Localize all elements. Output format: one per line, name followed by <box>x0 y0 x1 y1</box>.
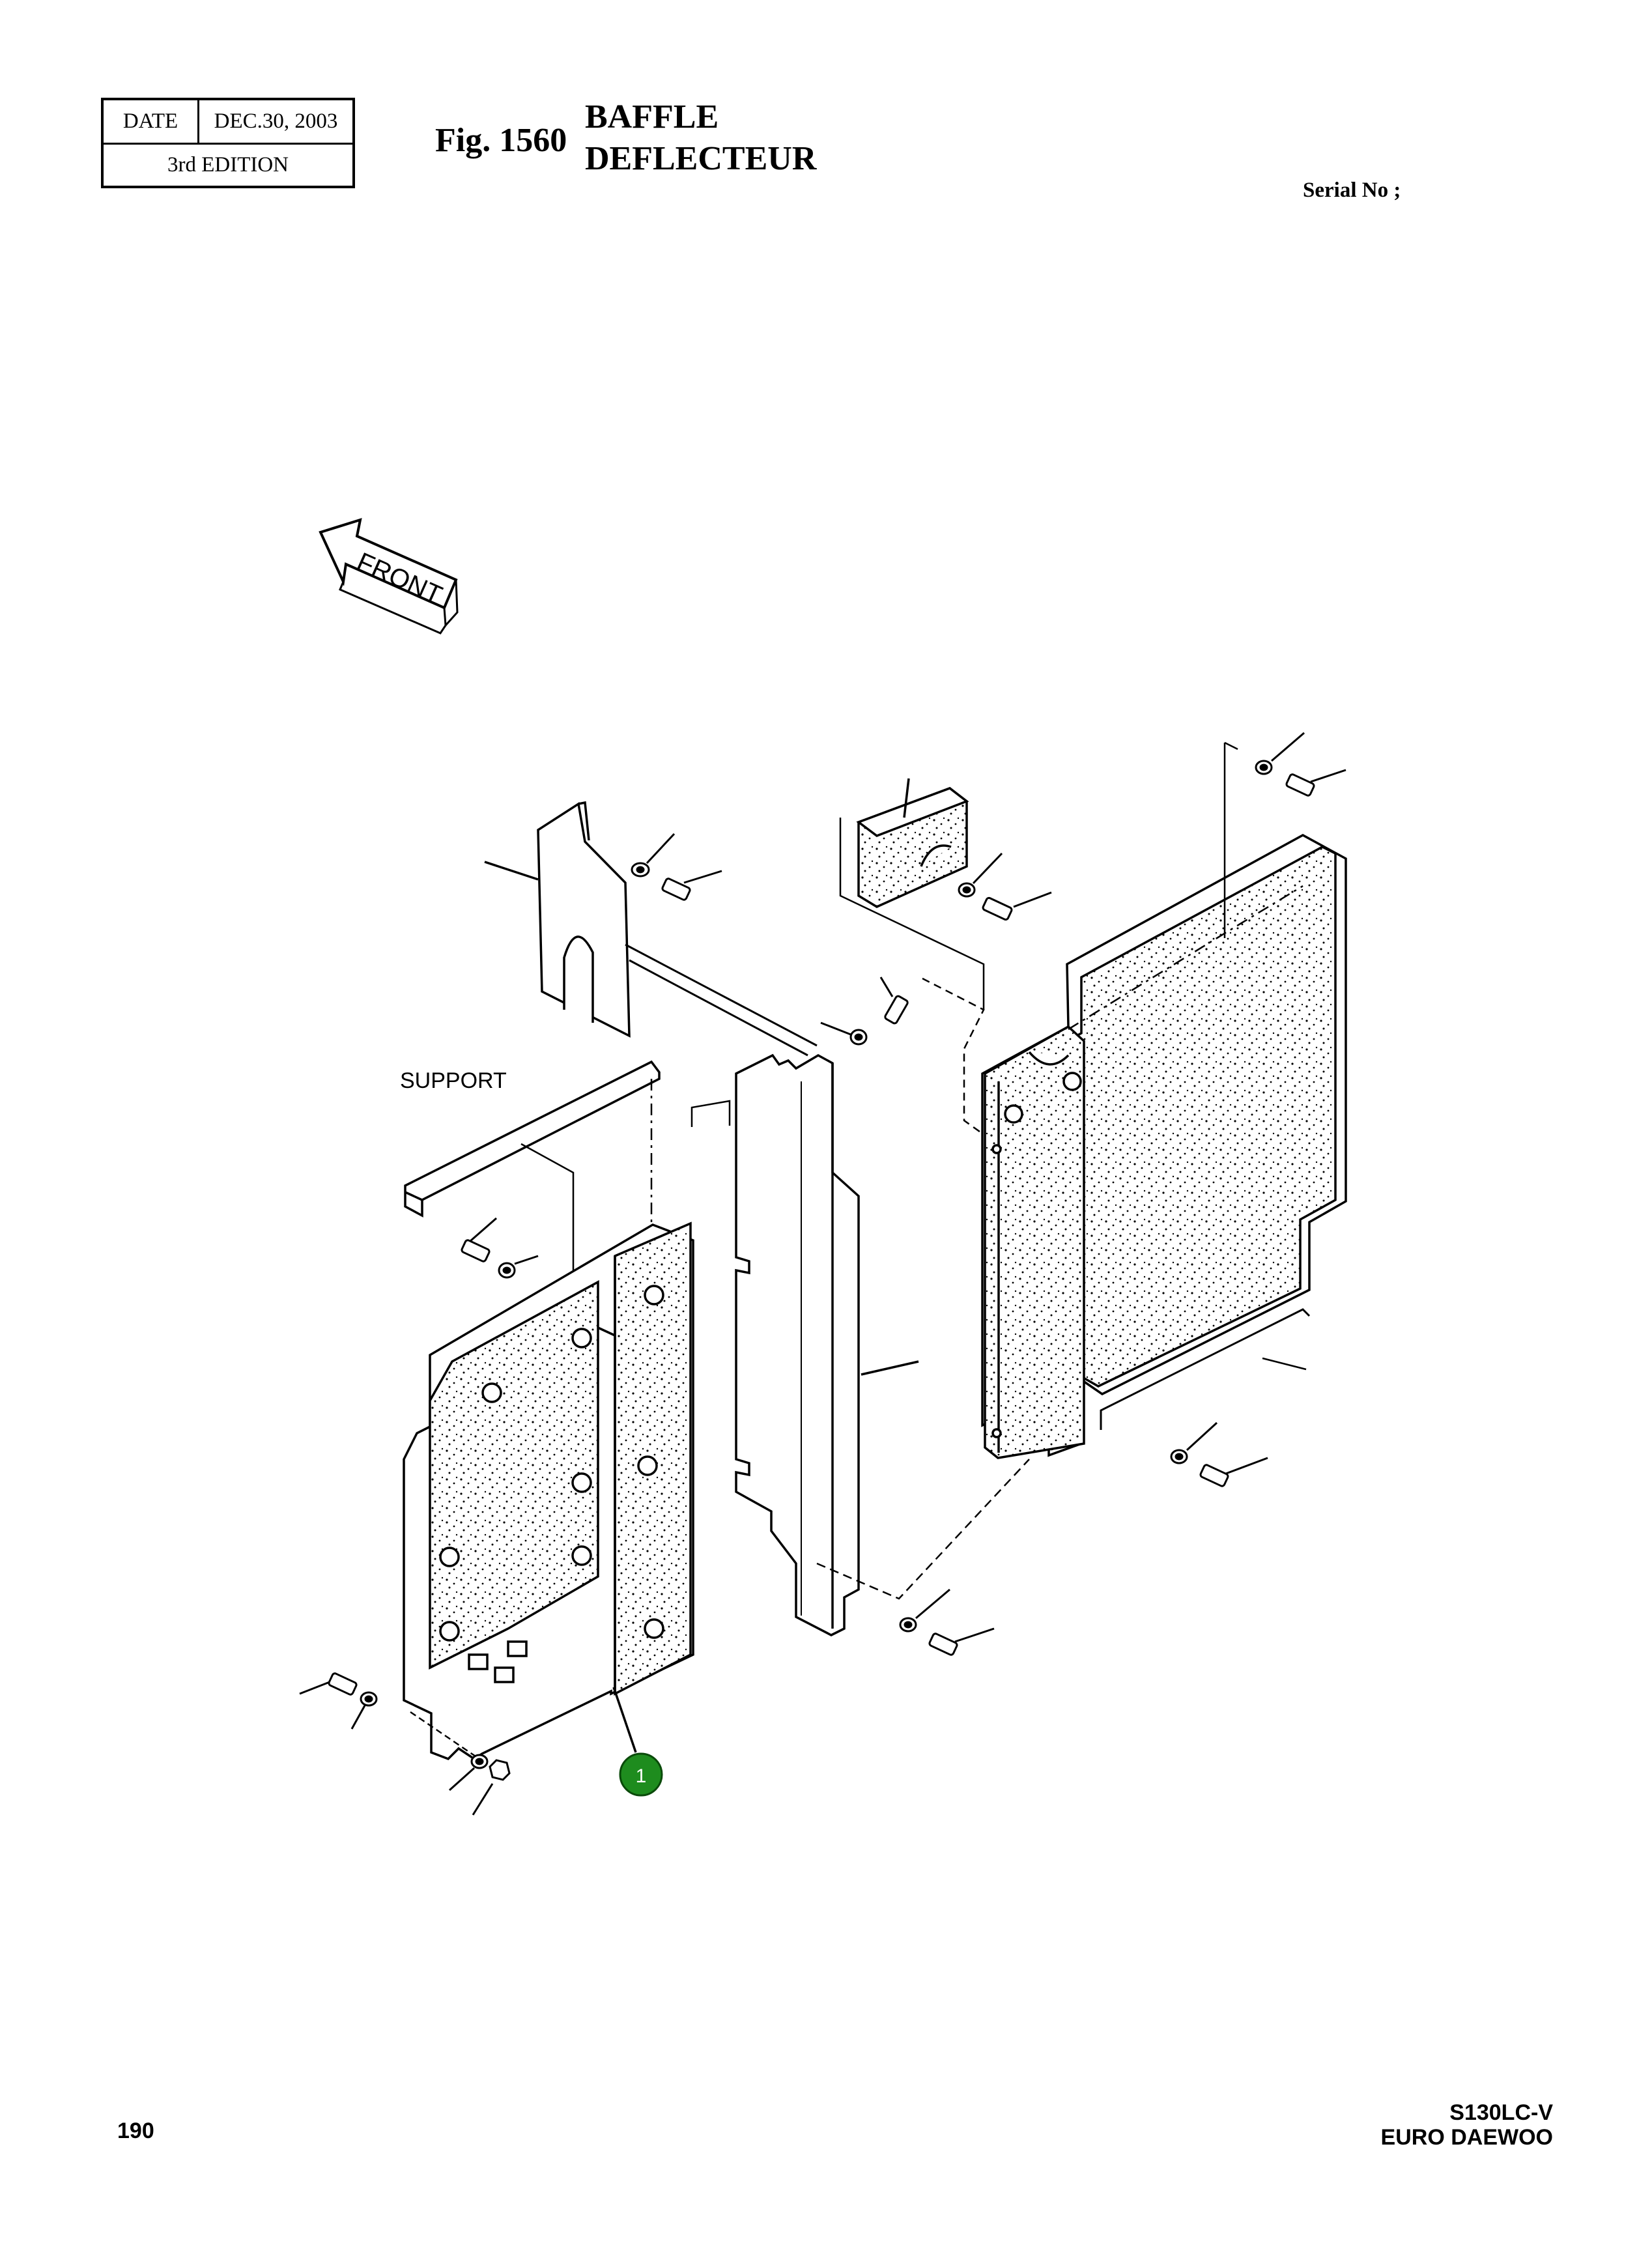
washer-bolt-set-upper-left <box>631 833 722 901</box>
figure-title-english: BAFFLE <box>585 98 719 136</box>
manufacturer-brand: EURO DAEWOO <box>1380 2125 1553 2150</box>
date-label: DATE <box>104 100 199 143</box>
part-callout-1[interactable]: 1 <box>619 1752 663 1797</box>
machine-model: S130LC-V <box>1449 2100 1553 2125</box>
washer-bolt-set-upper-right <box>1255 732 1346 797</box>
upper-seal-block <box>839 778 985 1010</box>
left-baffle-panel <box>403 1221 694 1761</box>
washer-bolt-set-lower-right <box>1170 1421 1268 1487</box>
page-number: 190 <box>117 2118 154 2143</box>
edition-label: 3rd EDITION <box>167 153 289 177</box>
support-label: SUPPORT <box>400 1068 507 1093</box>
figure-title-french: DEFLECTEUR <box>585 140 817 177</box>
date-value: DEC.30, 2003 <box>214 109 338 133</box>
date-edition-box: DATE DEC.30, 2003 3rd EDITION <box>101 98 355 188</box>
washer-bolt-set-support <box>461 1217 539 1279</box>
right-baffle-panel <box>922 741 1347 1459</box>
washer-bolt-set-lower-center <box>899 1588 995 1656</box>
washer-bolt-set-upper-middle <box>958 852 1052 921</box>
front-direction-arrow: FRONT <box>319 518 459 635</box>
figure-number: Fig. 1560 <box>435 122 567 159</box>
callout-number: 1 <box>636 1765 647 1787</box>
fastener-set-lower-left <box>299 1672 511 1816</box>
washer-bolt-set-center <box>820 977 909 1046</box>
center-baffle-plate <box>691 1053 1030 1636</box>
serial-number-label: Serial No ; <box>1303 178 1401 202</box>
upper-baffle-bracket <box>484 801 818 1057</box>
